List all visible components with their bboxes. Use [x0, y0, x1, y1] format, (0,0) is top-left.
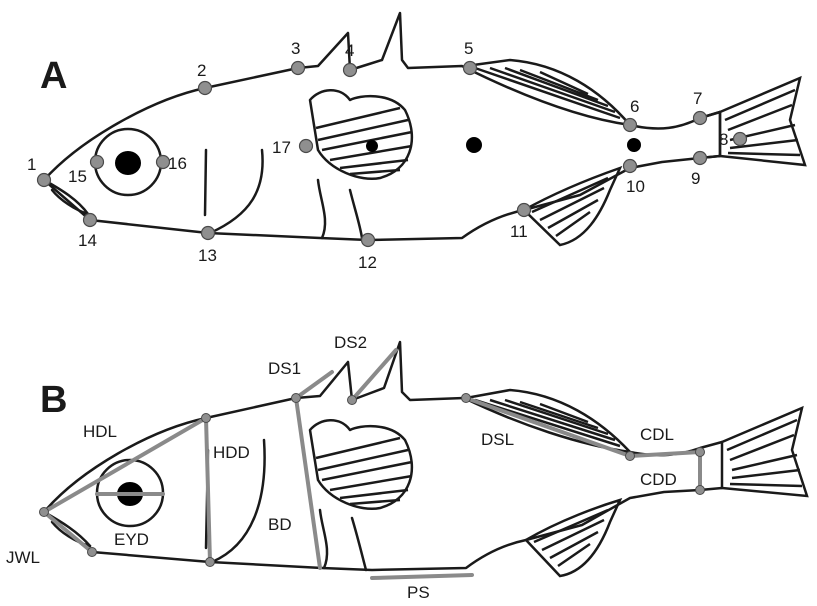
measure-line-jwl: [44, 512, 92, 552]
panel-b: B: [6, 333, 807, 602]
landmark-label-14: 14: [78, 231, 97, 250]
endpoint-dot: [292, 394, 301, 403]
landmark-4: [344, 64, 357, 77]
fish-b-pelvic-base: [320, 510, 366, 570]
endpoint-dot: [462, 394, 471, 403]
landmark-label-4: 4: [345, 41, 354, 60]
endpoint-dot: [40, 508, 49, 517]
fish-a-preopercle: [205, 150, 206, 215]
landmark-label-16: 16: [168, 154, 187, 173]
landmark-17: [300, 140, 313, 153]
landmark-label-8: 8: [719, 130, 728, 149]
landmark-label-9: 9: [691, 169, 700, 188]
landmark-6: [624, 119, 637, 132]
landmark-label-10: 10: [626, 177, 645, 196]
landmark-3: [292, 62, 305, 75]
landmark-label-13: 13: [198, 246, 217, 265]
landmark-label-2: 2: [197, 61, 206, 80]
landmark-11: [518, 204, 531, 217]
landmark-5: [464, 62, 477, 75]
endpoint-dot: [696, 486, 705, 495]
measure-label-jwl: JWL: [6, 548, 40, 567]
fish-a-interior-dot-2: [466, 137, 482, 153]
landmark-label-6: 6: [630, 97, 639, 116]
measure-label-hdl: HDL: [83, 422, 117, 441]
fish-a-interior-dot-1: [366, 140, 378, 152]
measurement-labels: HDL HDD DS1 DS2 DSL CDL CDD BD EYD JWL P…: [6, 333, 677, 602]
endpoint-dot: [88, 548, 97, 557]
fish-a-pupil: [115, 151, 141, 175]
fish-a-caudal-fin: [720, 78, 805, 165]
endpoint-dot: [626, 452, 635, 461]
landmark-13: [202, 227, 215, 240]
measure-label-hdd: HDD: [213, 443, 250, 462]
landmark-label-15: 15: [68, 167, 87, 186]
landmark-8: [734, 133, 747, 146]
landmark-14: [84, 214, 97, 227]
landmark-label-12: 12: [358, 253, 377, 272]
endpoint-dot: [206, 558, 215, 567]
landmark-points: [38, 62, 747, 247]
measure-line-ds1: [296, 372, 332, 398]
landmark-15: [91, 156, 104, 169]
measure-label-bd: BD: [268, 515, 292, 534]
fish-b-fins: [316, 390, 807, 576]
endpoint-dot: [202, 414, 211, 423]
fish-a-eye: [95, 129, 161, 195]
landmark-label-5: 5: [464, 39, 473, 58]
measure-label-cdl: CDL: [640, 425, 674, 444]
measure-label-eyd: EYD: [114, 530, 149, 549]
measure-label-ds2: DS2: [334, 333, 367, 352]
panel-a: A: [27, 13, 805, 272]
fish-a-pelvic-base: [318, 180, 362, 238]
landmark-label-1: 1: [27, 155, 36, 174]
measure-label-dsl: DSL: [481, 430, 514, 449]
landmark-10: [624, 160, 637, 173]
panel-a-letter: A: [40, 55, 67, 97]
fish-a-interior-dot-3: [627, 138, 641, 152]
landmark-9: [694, 152, 707, 165]
measure-label-ps: PS: [407, 583, 430, 602]
endpoint-dot: [696, 448, 705, 457]
landmark-2: [199, 82, 212, 95]
fish-a-gill-cover: [210, 150, 263, 233]
landmark-7: [694, 112, 707, 125]
fish-a-fins: [316, 60, 805, 245]
endpoint-dot: [348, 396, 357, 405]
fish-b-anal-fin: [526, 500, 620, 576]
fish-a-second-dorsal-fin: [466, 60, 630, 125]
measure-line-ps: [372, 575, 472, 578]
landmark-label-7: 7: [693, 89, 702, 108]
measure-label-ds1: DS1: [268, 359, 301, 378]
fish-b-caudal-fin: [722, 408, 807, 496]
landmark-label-17: 17: [272, 138, 291, 157]
landmark-label-3: 3: [291, 39, 300, 58]
panel-b-letter: B: [40, 379, 67, 421]
landmark-label-11: 11: [510, 222, 528, 241]
landmark-12: [362, 234, 375, 247]
measure-label-cdd: CDD: [640, 470, 677, 489]
landmark-1: [38, 174, 51, 187]
